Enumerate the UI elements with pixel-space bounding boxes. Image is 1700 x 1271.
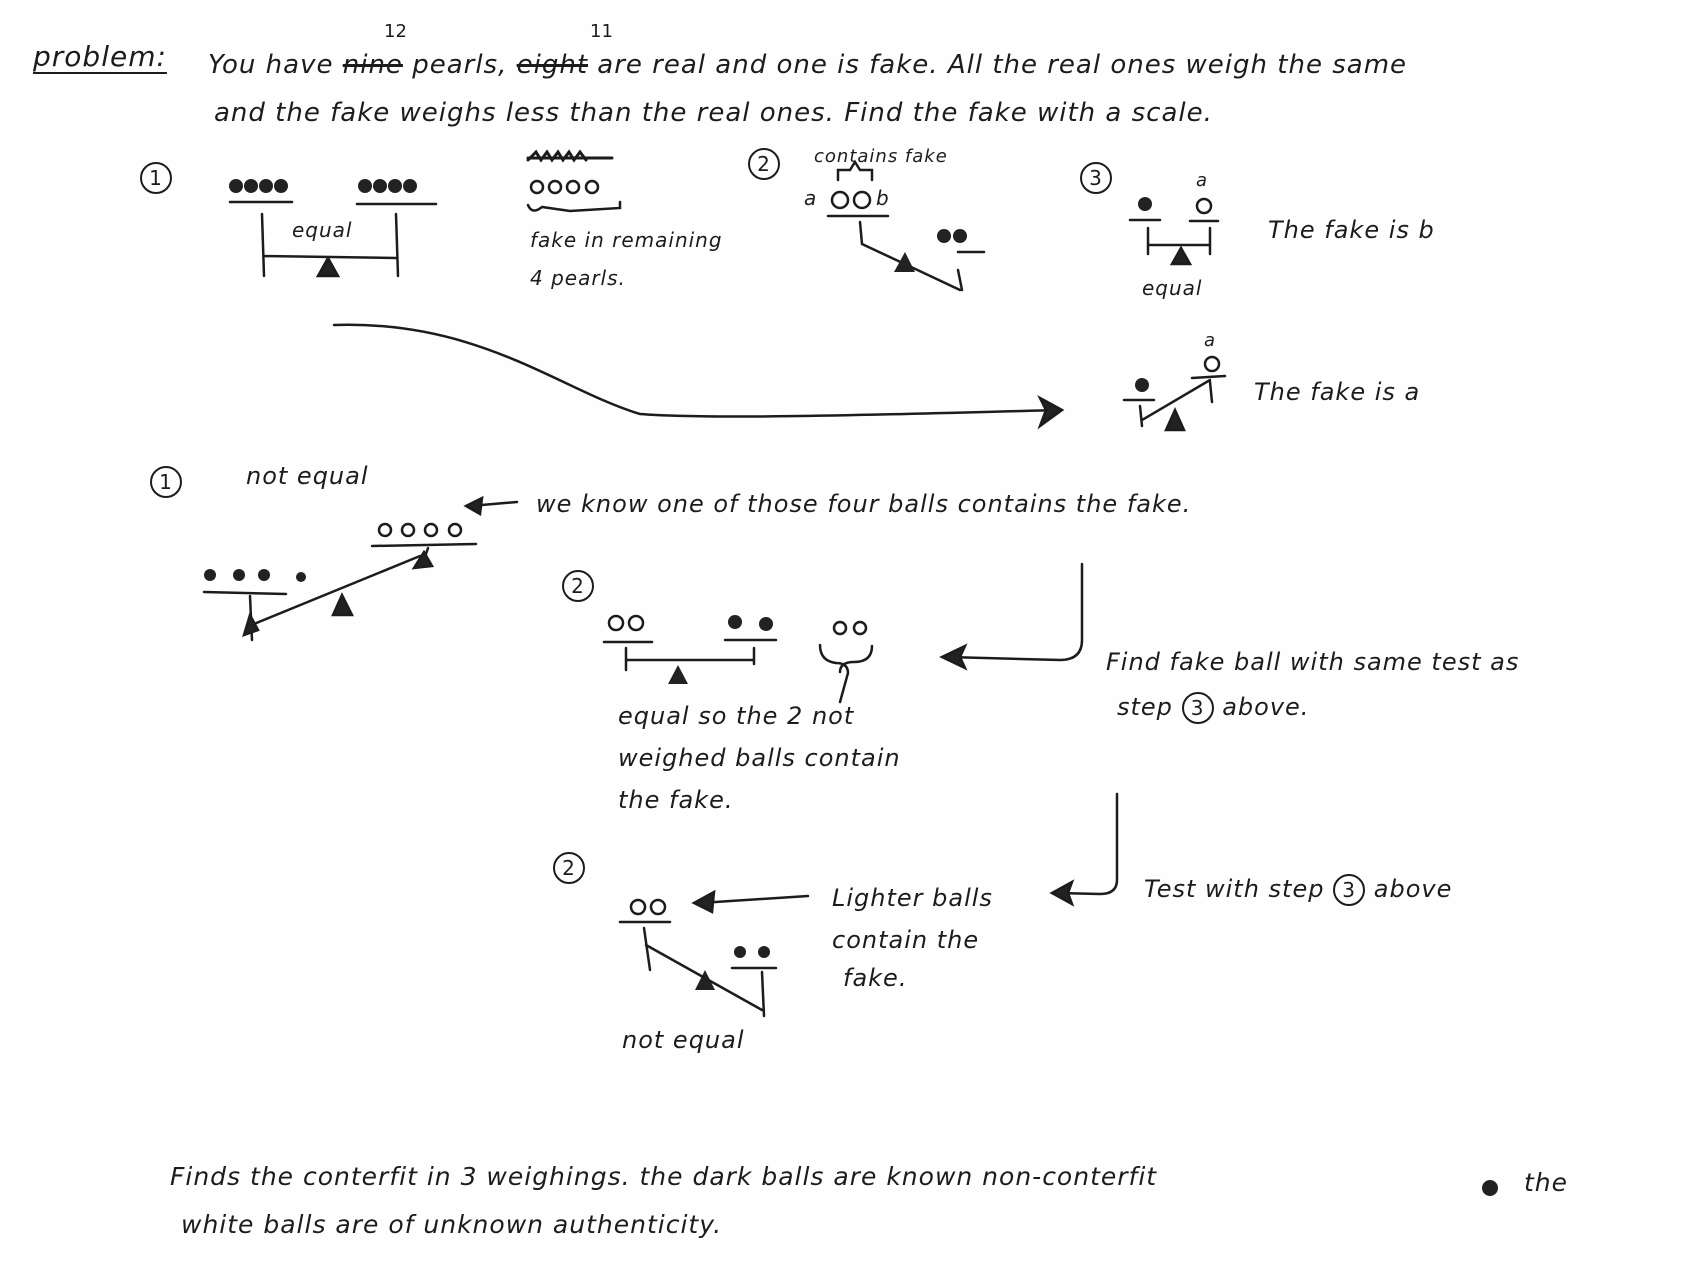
text: pearls, (412, 50, 508, 80)
equal-note-3: the fake. (618, 786, 734, 814)
curved-arrow (332, 323, 1062, 418)
equal-label-step3: equal (1142, 276, 1203, 300)
find-note-2: step 3 above. (1117, 692, 1309, 724)
dark-balls-right (358, 179, 417, 193)
label-a-step3: a (1196, 170, 1209, 191)
lighter-note-3: fake. (843, 964, 908, 992)
find-note-1: Find fake ball with same test as (1106, 648, 1520, 676)
text: Test with step (1144, 875, 1325, 903)
we-know-note: we know one of those four balls contains… (536, 490, 1192, 518)
step-1-marker: 1 (140, 162, 172, 194)
not-equal-label-2: not equal (622, 1026, 745, 1054)
crossed-out-real-count: eight (516, 50, 589, 80)
equal-label: equal (292, 218, 353, 242)
problem-label: problem: (33, 40, 167, 73)
white-balls-remaining (529, 179, 600, 195)
not-equal-label: not equal (246, 462, 369, 490)
text: above (1373, 875, 1453, 903)
footer-line-1-end: the (1524, 1168, 1569, 1197)
footer-line-1: Finds the conterfit in 3 weighings. the … (170, 1162, 1158, 1191)
white-balls-step2 (830, 190, 872, 210)
fake-is-a: The fake is a (1254, 378, 1421, 406)
step-2-marker: 2 (562, 570, 594, 602)
equal-note-2: weighed balls contain (618, 744, 901, 772)
test-note: Test with step 3 above (1144, 874, 1452, 906)
remaining-line-2: 4 pearls. (530, 266, 626, 290)
step-3-ref: 3 (1333, 874, 1366, 906)
label-a: a (804, 186, 818, 210)
remaining-line-1: fake in remaining (530, 228, 723, 252)
footer-line-2: white balls are of unknown authenticity. (181, 1210, 723, 1239)
text: are real and one is fake. All the real o… (597, 50, 1408, 80)
step-1-marker: 1 (150, 466, 182, 498)
lighter-note-1: Lighter balls (832, 884, 993, 912)
contains-fake-label: contains fake (814, 146, 948, 167)
scribble (526, 149, 614, 163)
fake-is-b: The fake is b (1268, 216, 1435, 244)
step-3-ref: 3 (1181, 692, 1214, 724)
text: above. (1222, 693, 1310, 721)
step-2-marker: 2 (553, 852, 585, 884)
text: step (1117, 693, 1173, 721)
equal-note-1: equal so the 2 not (618, 702, 855, 730)
scale-step1-equal (228, 179, 438, 278)
step-2-marker: 2 (748, 148, 780, 180)
label-b: b (876, 186, 890, 210)
white-balls-four (377, 522, 463, 538)
lighter-note-2: contain the (832, 926, 980, 954)
correction-11: 11 (590, 21, 613, 42)
problem-line-2: and the fake weighs less than the real o… (214, 98, 1213, 128)
step-3-marker: 3 (1080, 162, 1112, 194)
dark-ball-legend (1482, 1180, 1498, 1196)
label-a-tilted: a (1204, 330, 1217, 351)
correction-12: 12 (384, 21, 407, 42)
text: You have (208, 50, 334, 80)
dark-balls-left (229, 179, 288, 193)
crossed-out-count: nine (342, 50, 403, 80)
problem-line-1: You have nine pearls, eight are real and… (208, 50, 1407, 80)
